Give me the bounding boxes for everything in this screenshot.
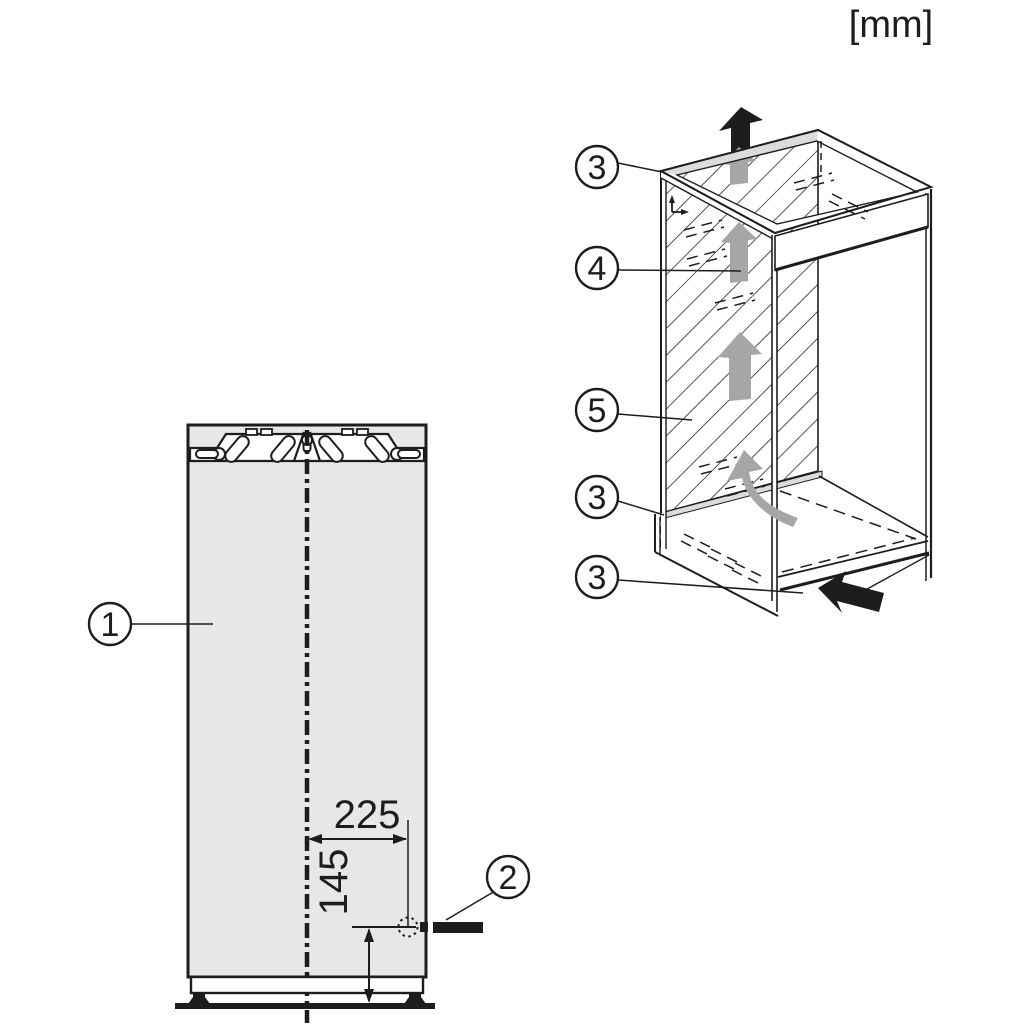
dim-145-label: 145 [312, 849, 356, 916]
floor-line [175, 1003, 435, 1009]
middle-gray-arrow [718, 332, 762, 401]
callout-4: 4 [574, 245, 620, 291]
callout-3-top: 3 [574, 144, 620, 190]
callout-2: 2 [445, 854, 531, 921]
callout-3-lower: 3 [574, 474, 620, 520]
callout-3-bottom: 3 [574, 554, 620, 600]
svg-text:4: 4 [588, 250, 607, 288]
svg-text:2: 2 [499, 859, 518, 897]
svg-text:1: 1 [101, 606, 120, 644]
svg-text:3: 3 [588, 479, 607, 517]
svg-text:3: 3 [588, 559, 607, 597]
lift-up-black-arrow [719, 107, 763, 153]
dimension-horizontal: 225 [308, 793, 409, 926]
curved-gray-arrow [727, 450, 798, 527]
unit-label: [mm] [849, 4, 933, 46]
callout-1: 1 [87, 601, 213, 647]
hidden-edge-marks [680, 141, 869, 587]
right-frame-column [925, 189, 933, 581]
corner-mark [669, 195, 689, 215]
edge-tick [420, 922, 428, 932]
top-front-rail [774, 192, 929, 272]
niche-floor [777, 475, 930, 600]
appliance-front-figure: 225 145 1 2 [87, 423, 531, 1023]
callout-5: 5 [574, 387, 620, 433]
niche-callouts: 3 4 5 3 3 [574, 144, 804, 600]
svg-text:5: 5 [588, 392, 607, 430]
upper-gray-arrow [721, 222, 757, 283]
plinth [189, 975, 425, 995]
cover-strip [433, 922, 483, 933]
bottom-front-rail [654, 513, 779, 617]
dimension-vertical: 145 [312, 849, 416, 1003]
niche-isometric-figure: 3 4 5 3 3 [574, 107, 934, 617]
svg-text:3: 3 [588, 149, 607, 187]
drill-position-circle [397, 916, 419, 938]
right-foot [404, 993, 426, 1004]
dim-225-label: 225 [334, 793, 401, 837]
left-foot [188, 993, 210, 1004]
top-frame-rim [658, 128, 934, 235]
push-in-black-arrow [818, 571, 884, 613]
